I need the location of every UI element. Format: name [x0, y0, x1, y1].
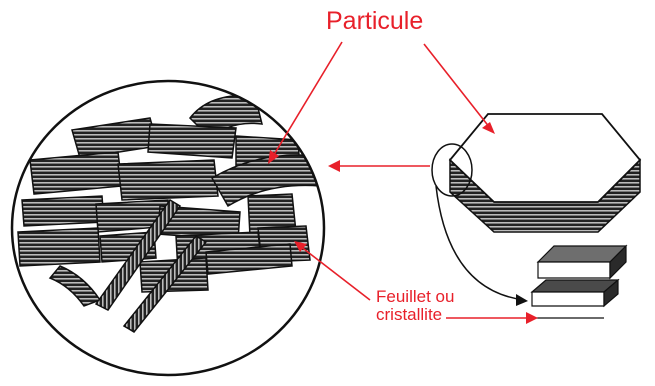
sheet-lower-front [532, 292, 604, 306]
arrow-feuillet-right-head [526, 312, 538, 324]
particle-left-3 [18, 228, 100, 266]
particle-center-1 [118, 160, 218, 200]
arrow-edge-to-circle-head [328, 160, 340, 172]
aggregate-particles [18, 95, 320, 332]
particle-left-2 [22, 196, 104, 226]
particle-top-middle [148, 124, 236, 158]
particule-label: Particule [326, 8, 423, 34]
arrow-feuillet-left [300, 246, 370, 300]
feuillet-label-line1: Feuillet ou [376, 288, 454, 306]
particle-bottom-left-curve [50, 266, 100, 306]
arrow-particule-right [424, 44, 490, 128]
zoom-arrow-head [516, 294, 528, 306]
zoomed-sheets [532, 246, 626, 318]
feuillet-label-line2: cristallite [376, 306, 454, 324]
arrow-particule-left [272, 42, 342, 158]
magnified-aggregate-view [12, 81, 324, 375]
feuillet-label: Feuillet ou cristallite [376, 288, 454, 324]
sheet-upper-front [538, 262, 610, 278]
sheet-lower-top [532, 280, 618, 292]
particle-left-1 [30, 152, 122, 194]
